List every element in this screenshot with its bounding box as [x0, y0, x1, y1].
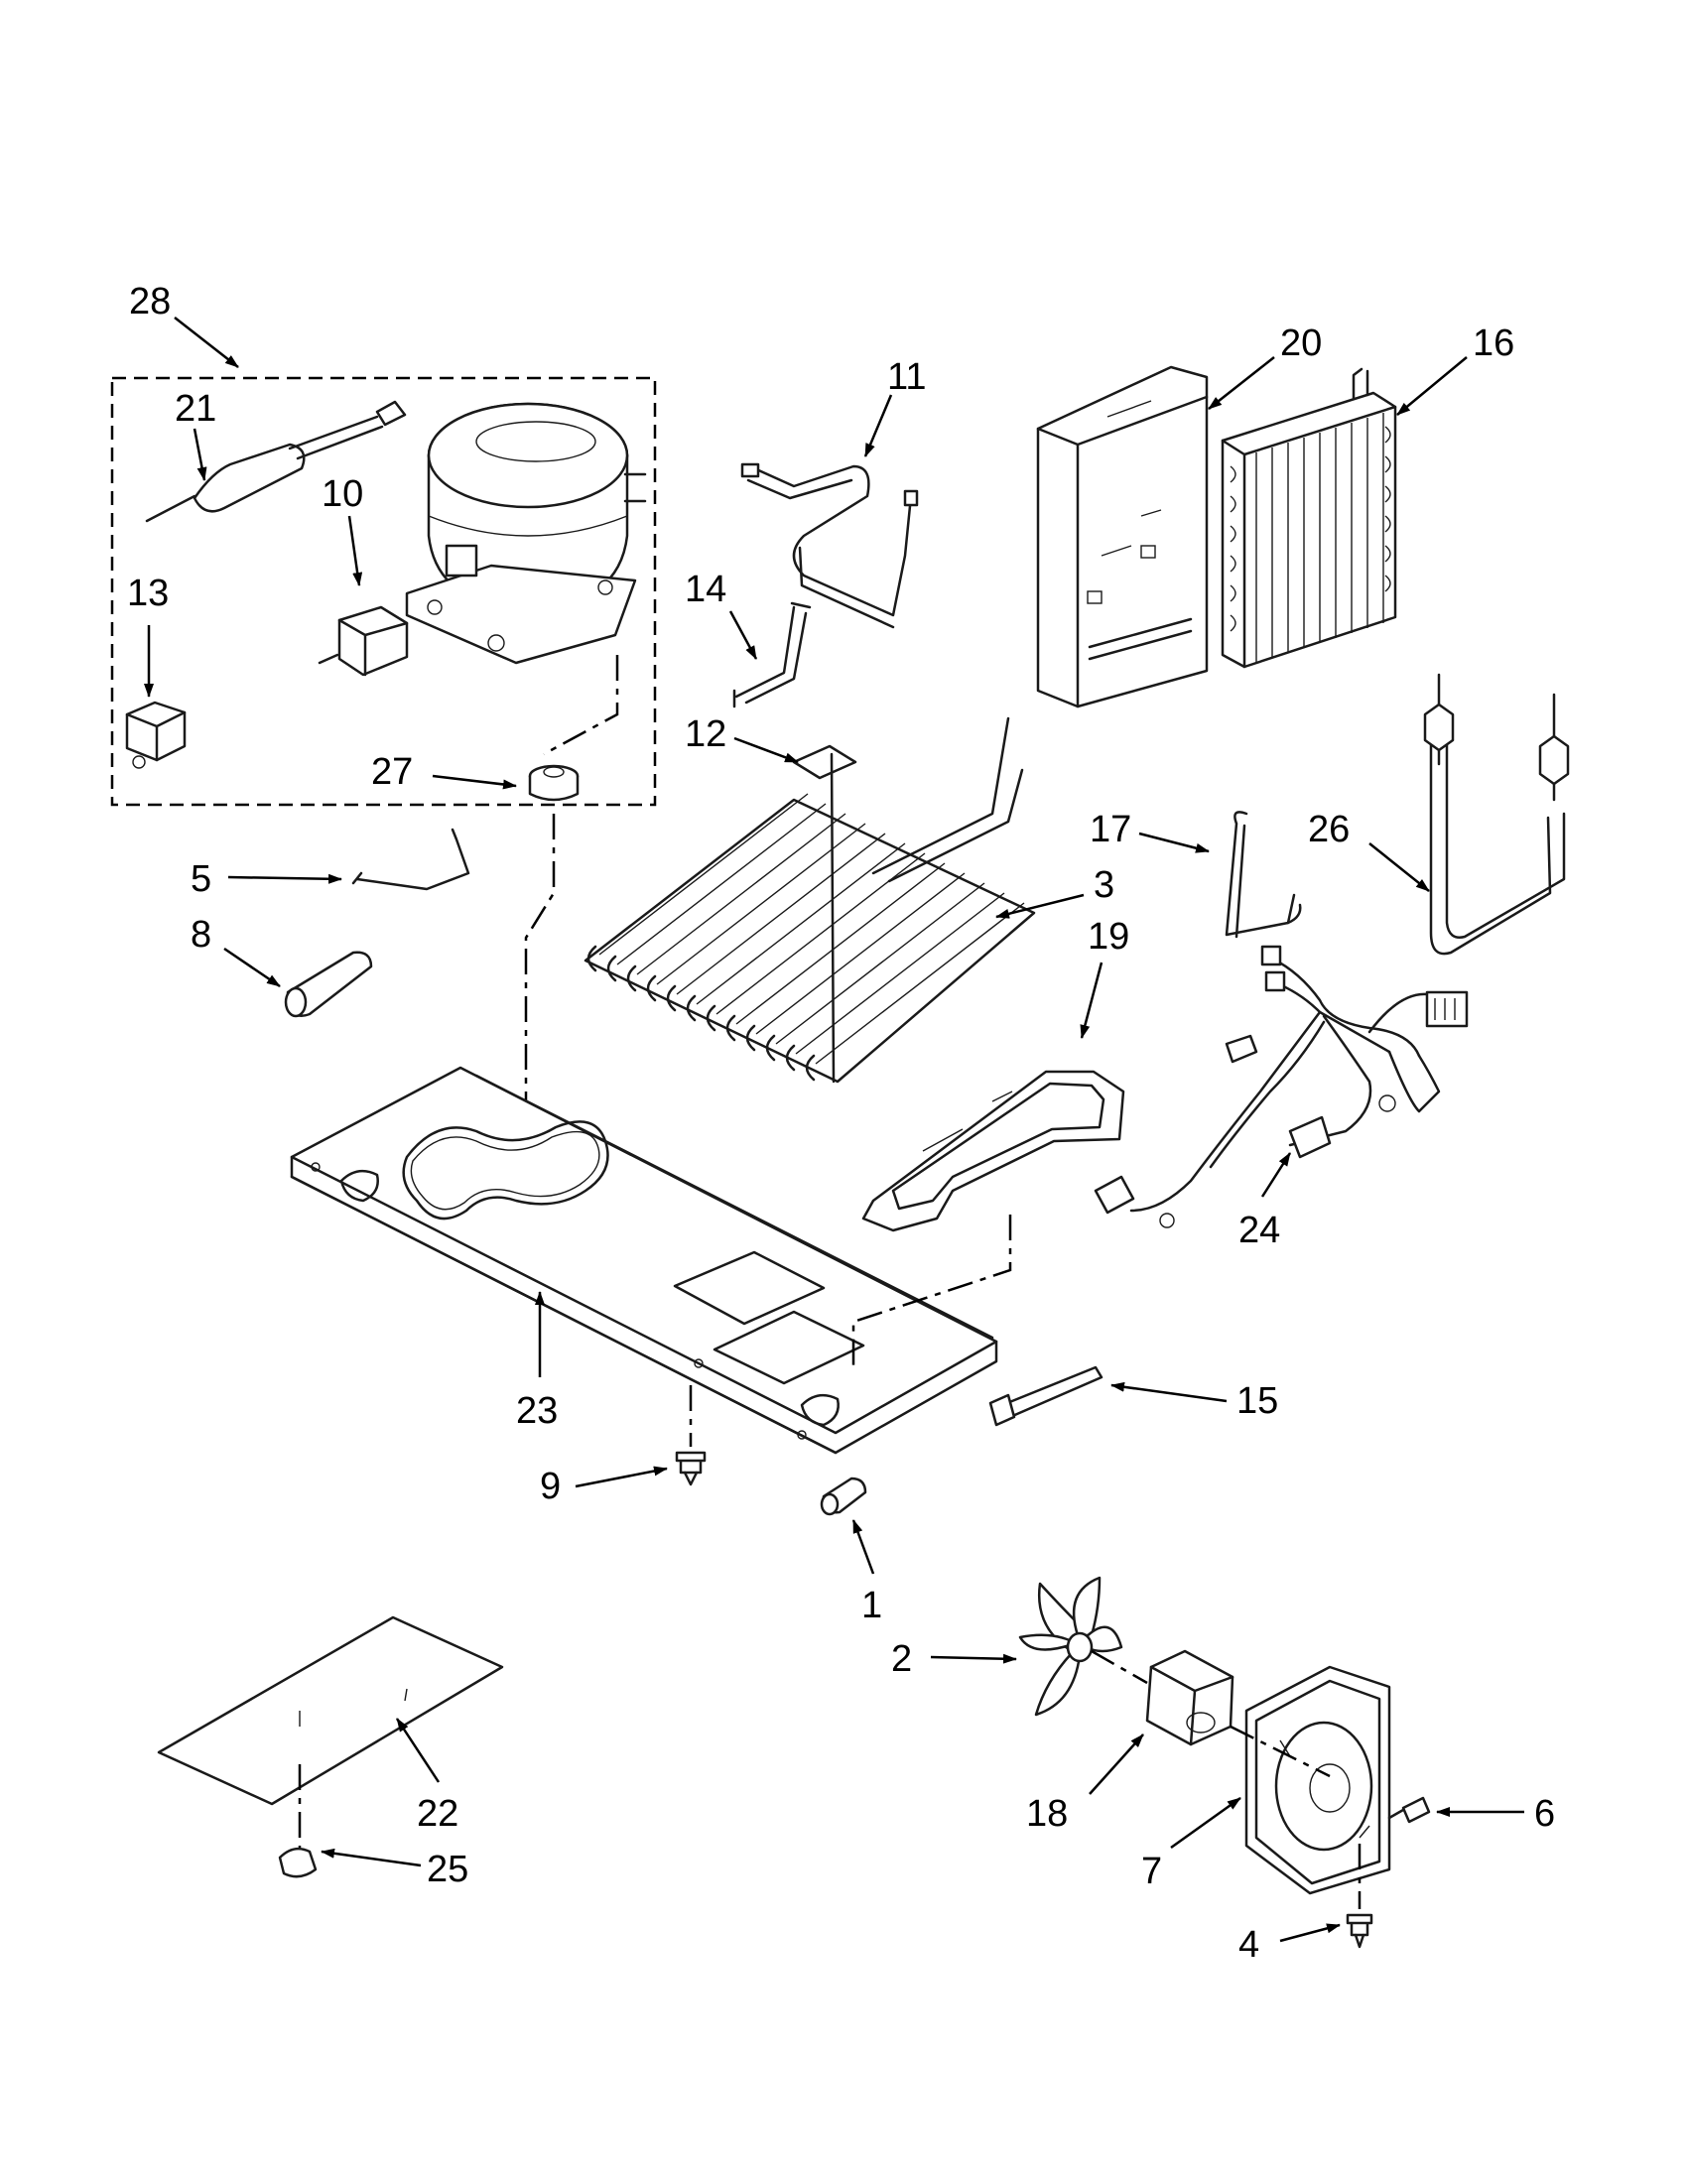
screw-part-4[interactable] — [1346, 1844, 1373, 1949]
callout-9: 9 — [540, 1466, 561, 1507]
insulation-tube-part-8[interactable] — [284, 951, 373, 1018]
callout-21: 21 — [175, 388, 216, 430]
condenser-coil-part[interactable] — [1221, 367, 1397, 669]
drain-pan-part-19[interactable] — [861, 1070, 1125, 1232]
callout-26: 26 — [1308, 809, 1350, 850]
drier-part[interactable] — [145, 400, 407, 523]
clip-part-25[interactable] — [278, 1764, 318, 1878]
wiring-harness-part-24[interactable] — [1094, 945, 1469, 1228]
compressor-part[interactable] — [405, 402, 647, 665]
fan-shroud-part-7[interactable] — [1230, 1665, 1391, 1895]
fan-blade-part-2[interactable] — [1018, 1576, 1123, 1717]
callout-1: 1 — [861, 1585, 882, 1626]
callout-2: 2 — [891, 1638, 912, 1680]
callout-25: 25 — [427, 1849, 468, 1890]
drain-pan-dash-line — [851, 1215, 1012, 1369]
run-capacitor-part[interactable] — [125, 701, 187, 769]
callout-12: 12 — [685, 713, 726, 755]
callout-7: 7 — [1141, 1851, 1162, 1892]
callout-16: 16 — [1473, 322, 1514, 364]
tube-part-14[interactable] — [732, 601, 812, 708]
evaporator-coil-part[interactable] — [584, 716, 1036, 1084]
callout-10: 10 — [322, 473, 363, 515]
screw-part-6[interactable] — [1387, 1796, 1431, 1824]
compressor-kit-group-box — [110, 376, 657, 807]
clip-part-12[interactable] — [792, 744, 857, 780]
shroud-part-20[interactable] — [1036, 365, 1209, 708]
compressor-grommet-part[interactable] — [528, 764, 580, 802]
tube-part-11[interactable] — [740, 462, 919, 629]
callout-labels: 28 21 10 13 27 11 14 12 20 16 17 26 3 19… — [127, 281, 1555, 1966]
screw-part-9[interactable] — [675, 1385, 707, 1486]
hanger-wire-part-17[interactable] — [1225, 811, 1302, 939]
grommet-part-1[interactable] — [820, 1477, 867, 1516]
base-pan-part-23[interactable] — [290, 1066, 998, 1455]
callout-28: 28 — [129, 281, 171, 322]
start-relay-part[interactable] — [318, 605, 409, 677]
callout-23: 23 — [516, 1390, 558, 1432]
compressor-mount-dash-line — [524, 655, 619, 1141]
callout-14: 14 — [685, 569, 726, 610]
callout-6: 6 — [1534, 1793, 1555, 1835]
callout-3: 3 — [1094, 864, 1114, 906]
callout-20: 20 — [1280, 322, 1322, 364]
leader-lines — [144, 317, 1524, 1943]
callout-8: 8 — [191, 914, 211, 956]
fan-motor-part-18[interactable] — [1091, 1649, 1234, 1746]
callout-15: 15 — [1236, 1380, 1278, 1422]
bracket-wire-part-5[interactable] — [351, 828, 470, 891]
tie-strap-part-15[interactable] — [988, 1365, 1104, 1427]
insulation-sheet-part-22[interactable] — [157, 1615, 504, 1806]
callout-27: 27 — [371, 751, 413, 793]
callout-17: 17 — [1090, 809, 1131, 850]
callout-22: 22 — [417, 1793, 458, 1835]
callout-18: 18 — [1026, 1793, 1068, 1835]
drain-tube-part-26[interactable] — [1423, 673, 1570, 956]
callout-13: 13 — [127, 573, 169, 614]
callout-4: 4 — [1238, 1924, 1259, 1966]
callout-19: 19 — [1088, 916, 1129, 958]
callout-24: 24 — [1238, 1210, 1280, 1251]
callout-11: 11 — [887, 356, 926, 398]
callout-5: 5 — [191, 858, 211, 900]
